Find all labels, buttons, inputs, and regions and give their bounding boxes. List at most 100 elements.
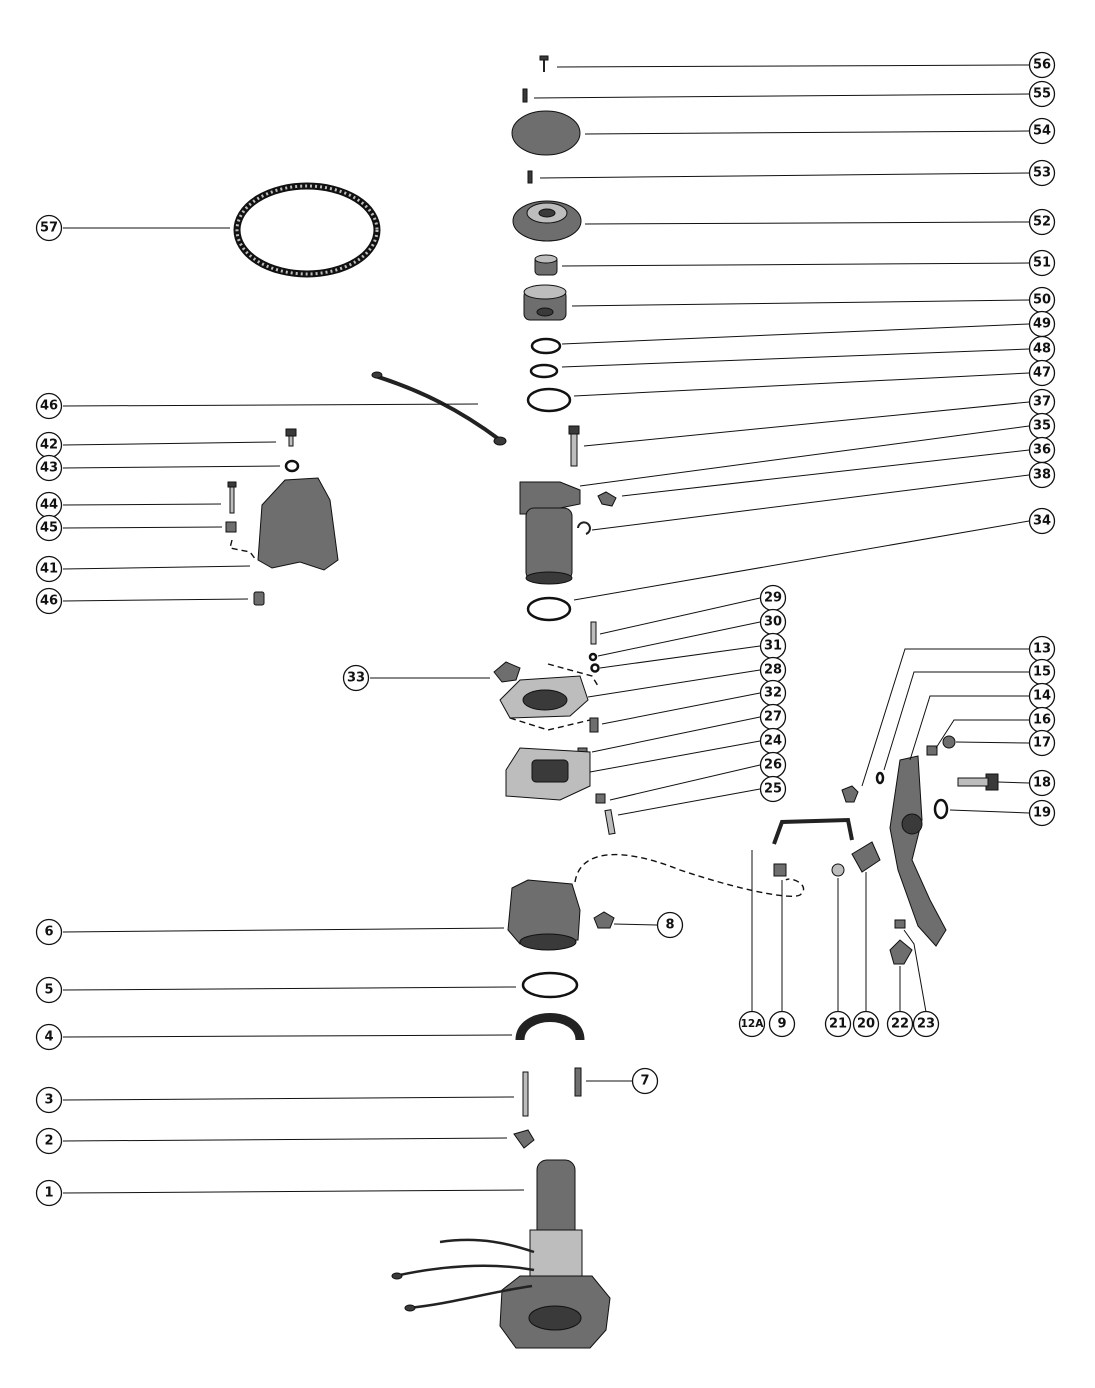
callout-28: 28 [759, 656, 787, 684]
callout-56-label: 56 [1033, 58, 1051, 73]
callout-52-label: 52 [1033, 215, 1051, 230]
part-bracket-24 [505, 747, 591, 801]
callout-1: 1 [35, 1179, 63, 1207]
callout-56: 56 [1028, 51, 1056, 79]
callout-55: 55 [1028, 80, 1056, 108]
callouts: 56 55 54 53 52 51 50 49 48 47 37 35 36 3… [35, 51, 1056, 1207]
part-clip-38 [577, 521, 591, 535]
callout-21: 21 [824, 1010, 852, 1038]
callout-12A: 12A [738, 1010, 766, 1038]
callout-13: 13 [1028, 635, 1056, 663]
callout-34: 34 [1028, 507, 1056, 535]
part-washer-43 [284, 459, 300, 473]
callout-29: 29 [759, 584, 787, 612]
callout-30-label: 30 [764, 615, 782, 630]
callout-35-label: 35 [1033, 419, 1051, 434]
callout-15: 15 [1028, 658, 1056, 686]
callout-8-label: 8 [665, 918, 674, 933]
callout-4-label: 4 [44, 1030, 53, 1045]
callout-54: 54 [1028, 117, 1056, 145]
callout-21-label: 21 [829, 1017, 847, 1032]
callout-8: 8 [656, 911, 684, 939]
callout-6: 6 [35, 918, 63, 946]
part-oring-34 [526, 596, 572, 622]
callout-37-label: 37 [1033, 395, 1051, 410]
callout-48-label: 48 [1033, 342, 1051, 357]
callout-36-label: 36 [1033, 443, 1051, 458]
callout-6-label: 6 [44, 925, 53, 940]
callout-57: 57 [35, 214, 63, 242]
dashed-connectors [229, 539, 805, 897]
part-motor-housing [519, 481, 581, 585]
callout-3: 3 [35, 1086, 63, 1114]
callout-26-label: 26 [764, 758, 782, 773]
callout-53-label: 53 [1033, 166, 1051, 181]
callout-38-label: 38 [1033, 468, 1051, 483]
part-arm-14 [889, 755, 947, 947]
part-pin-55 [522, 88, 528, 103]
dash-28-top [547, 663, 599, 687]
callout-57-label: 57 [40, 221, 58, 236]
callout-51-label: 51 [1033, 256, 1051, 271]
part-knob-20 [851, 841, 881, 873]
callout-22: 22 [886, 1010, 914, 1038]
callout-54-label: 54 [1033, 124, 1051, 139]
callout-18: 18 [1028, 769, 1056, 797]
part-drawings [225, 55, 999, 1349]
callout-13-label: 13 [1033, 642, 1051, 657]
part-clip-15 [875, 771, 885, 785]
callout-42-label: 42 [40, 438, 58, 453]
part-ring-49 [530, 337, 562, 355]
callout-43: 43 [35, 454, 63, 482]
callout-41: 41 [35, 555, 63, 583]
callout-12A-label: 12A [741, 1018, 765, 1030]
dash-44-41 [229, 539, 257, 561]
part-clip-2 [513, 1129, 535, 1149]
callout-45-label: 45 [40, 521, 58, 536]
callout-22-label: 22 [891, 1017, 909, 1032]
part-arm-hub [901, 813, 923, 835]
callout-46-lower: 46 [35, 587, 63, 615]
callout-25: 25 [759, 775, 787, 803]
callout-41-label: 41 [40, 562, 58, 577]
part-housing-6 [507, 879, 581, 951]
callout-46-upper: 46 [35, 392, 63, 420]
callout-35: 35 [1028, 412, 1056, 440]
part-belt-57 [233, 182, 381, 278]
callout-24: 24 [759, 727, 787, 755]
part-bolt-37 [568, 425, 580, 467]
callout-7-label: 7 [640, 1074, 649, 1089]
dash-6-to-12A [574, 853, 805, 897]
callout-19-label: 19 [1033, 806, 1051, 821]
callout-18-label: 18 [1033, 776, 1051, 791]
part-bushing-46 [253, 591, 265, 606]
callout-27: 27 [759, 703, 787, 731]
callout-3-label: 3 [44, 1093, 53, 1108]
part-washer-26 [595, 793, 606, 804]
part-band-4 [515, 1013, 585, 1041]
callout-43-label: 43 [40, 461, 58, 476]
part-clamp-33 [493, 661, 521, 683]
callout-29-label: 29 [764, 591, 782, 606]
callout-7: 7 [631, 1067, 659, 1095]
callout-15-label: 15 [1033, 665, 1051, 680]
callout-36: 36 [1028, 436, 1056, 464]
callout-45: 45 [35, 514, 63, 542]
part-washer-19 [933, 798, 949, 820]
part-nut-17 [942, 735, 956, 749]
part-nut-9 [773, 863, 787, 877]
callout-34-label: 34 [1033, 514, 1051, 529]
part-washer-30 [588, 652, 598, 662]
callout-1-label: 1 [44, 1186, 53, 1201]
callout-9-label: 9 [777, 1017, 786, 1032]
callout-24-label: 24 [764, 734, 782, 749]
callout-47-label: 47 [1033, 366, 1051, 381]
callout-46-upper-label: 46 [40, 399, 58, 414]
callout-28-label: 28 [764, 663, 782, 678]
part-bearing-50 [523, 284, 567, 321]
part-washer-31 [590, 663, 600, 673]
callout-14-label: 14 [1033, 689, 1051, 704]
callout-20-label: 20 [857, 1017, 875, 1032]
callout-2: 2 [35, 1127, 63, 1155]
callout-47: 47 [1028, 359, 1056, 387]
